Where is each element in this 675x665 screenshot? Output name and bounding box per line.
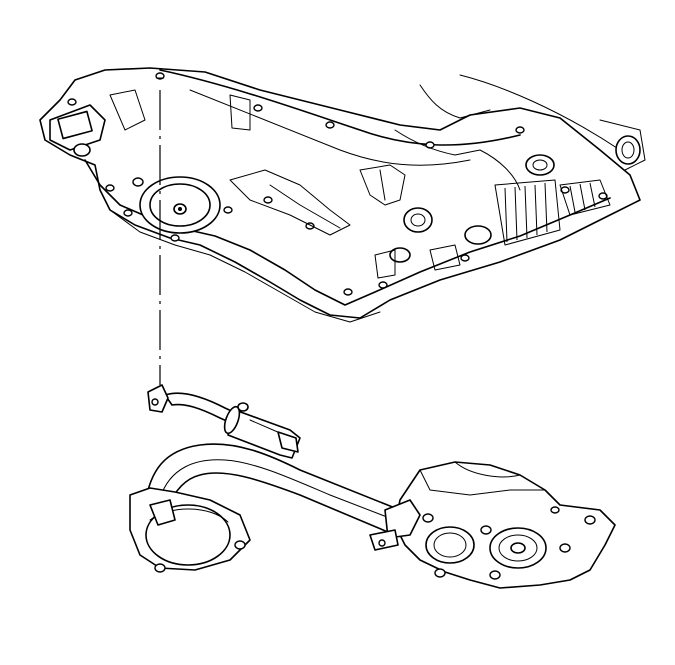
bulkhead-2-rib [379, 169, 386, 201]
pickup-boss-inner [410, 213, 426, 227]
bulkhead-1 [229, 169, 351, 236]
block-rear-edge [459, 74, 621, 151]
cylinder-end [223, 405, 241, 435]
oil-pump-assembly [129, 384, 616, 589]
block-front-pad [57, 110, 93, 140]
block-top-rib [419, 84, 491, 119]
block-top-edge [159, 69, 521, 146]
bulkhead-1-rib [269, 184, 341, 229]
screen-bolt-2 [234, 540, 246, 550]
block-top-contour [189, 89, 471, 166]
block-detail-3 [374, 249, 396, 279]
tube-flange [147, 384, 169, 413]
block-rail-outline [39, 67, 641, 319]
block-rear-boss [599, 119, 646, 171]
rear-bay-hatching [504, 182, 548, 243]
bulkhead-2 [359, 164, 406, 206]
pump-body-top-contour [454, 461, 521, 478]
pump-shaft [510, 542, 526, 554]
pump-gear-left [425, 526, 475, 564]
front-cover-pad [109, 89, 146, 131]
cylinder-clamp [277, 431, 299, 453]
screen-tab [149, 499, 176, 526]
front-bolt-hole [73, 143, 91, 157]
rear-plug [615, 135, 641, 165]
block-rear-port [525, 154, 555, 176]
cylinder-fitting [237, 402, 249, 412]
pickup-screen [145, 504, 231, 566]
rear-bay-2 [559, 179, 611, 216]
pickup-boss [403, 207, 433, 233]
cylinder-band [249, 419, 281, 434]
block-rail-inner-edge [84, 159, 611, 306]
rear-plug-inner [621, 141, 635, 159]
crank-bore-inner [149, 183, 211, 227]
pickup-screen-housing [129, 487, 251, 571]
block-crossmember [394, 129, 521, 191]
pump-bolt-holes [422, 506, 596, 580]
block-detail-1 [229, 94, 251, 131]
pump-body [394, 461, 616, 589]
block-rail-lower-edge [109, 209, 381, 323]
alignment-leader [156, 77, 164, 385]
block-port [464, 225, 492, 245]
block-detail-2 [429, 244, 461, 271]
rear-bay [494, 179, 561, 246]
engine-block [39, 67, 646, 323]
pickup-tube-highlight [159, 459, 401, 523]
screen-bolt [154, 563, 166, 573]
crank-center-dot [178, 207, 182, 211]
pump-body-parting [419, 469, 546, 496]
